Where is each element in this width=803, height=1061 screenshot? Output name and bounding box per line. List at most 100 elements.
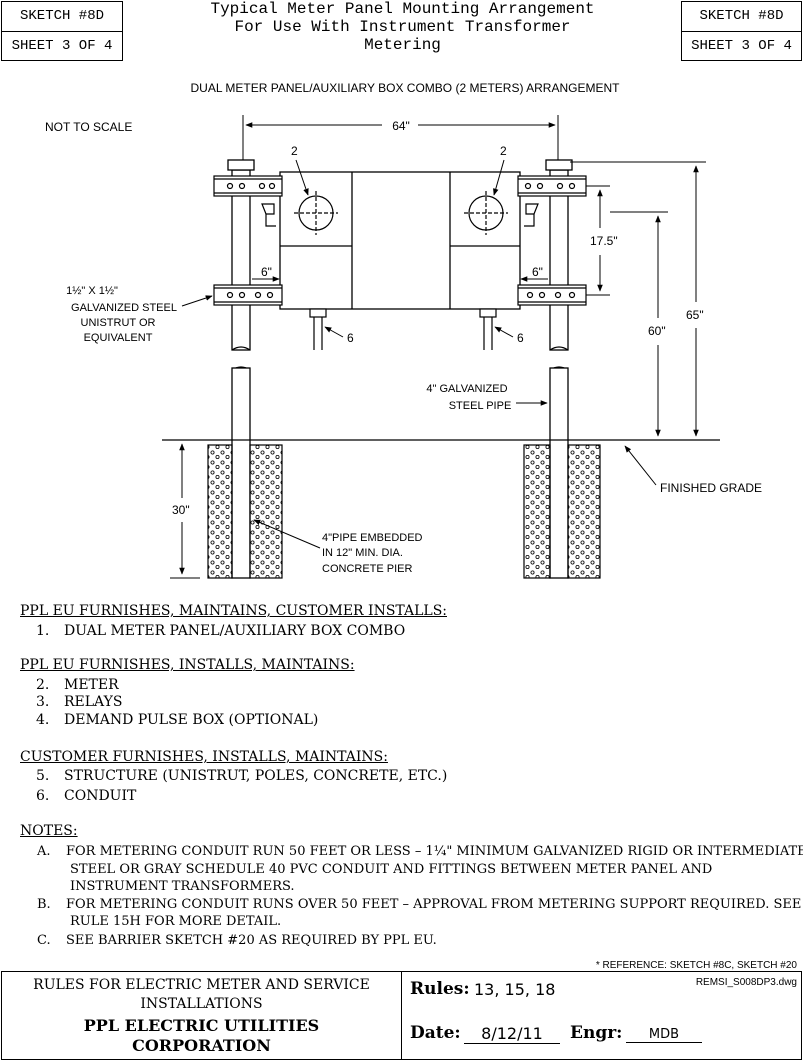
footer-company: PPL ELECTRIC UTILITIES CORPORATION [2, 1016, 401, 1056]
concrete-pier-left [207, 444, 283, 579]
diagram-subtitle: DUAL METER PANEL/AUXILIARY BOX COMBO (2 … [191, 81, 621, 95]
sheet-number-right: SHEET 3 OF 4 [691, 38, 792, 54]
svg-text:CONCRETE PIER: CONCRETE PIER [322, 563, 413, 575]
callout-2-right-leader [493, 159, 505, 196]
dimension-64-label: 64" [392, 119, 410, 133]
pier-label: 4"PIPE EMBEDDED IN 12" MIN. DIA. CONCRET… [322, 532, 423, 575]
note-b-letter: B. [37, 897, 51, 912]
callout-6-left: 6 [347, 331, 354, 345]
svg-text:IN 12" MIN. DIA.: IN 12" MIN. DIA. [322, 547, 403, 559]
bracket-right [524, 203, 539, 227]
meter-right-icon [464, 191, 508, 235]
unistrut-top-right [517, 175, 587, 197]
note-c-letter: C. [37, 933, 51, 948]
dimension-17-5 [586, 185, 610, 296]
list-item-1-text: DUAL METER PANEL/AUXILIARY BOX COMBO [64, 623, 406, 639]
note-a-line-2: STEEL OR GRAY SCHEDULE 40 PVC CONDUIT AN… [70, 862, 713, 877]
list-item-5-num: 5. [36, 768, 50, 784]
dimension-65-label: 65" [686, 308, 704, 322]
dimension-65 [570, 161, 706, 437]
rules-value: 13, 15, 18 [474, 980, 556, 999]
not-to-scale-label: NOT TO SCALE [45, 120, 132, 134]
engr-label: Engr: [570, 1023, 623, 1043]
notes-heading: NOTES: [20, 823, 78, 839]
dimension-30 [170, 439, 200, 579]
svg-text:GALVANIZED STEEL: GALVANIZED STEEL [71, 302, 177, 314]
list-item-3-text: RELAYS [64, 694, 123, 710]
dwg-filename: REMSI_S008DP3.dwg [695, 977, 797, 988]
dimension-6-left-label: 6" [261, 265, 272, 279]
callout-6-left-leader [324, 326, 344, 338]
note-c-line-1: SEE BARRIER SKETCH #20 AS REQUIRED BY PP… [66, 933, 437, 948]
mounting-diagram: DUAL METER PANEL/AUXILIARY BOX COMBO (2 … [45, 81, 762, 579]
list-item-5-text: STRUCTURE (UNISTRUT, POLES, CONCRETE, ET… [64, 768, 448, 784]
note-b-line-1: FOR METERING CONDUIT RUNS OVER 50 FEET –… [66, 897, 802, 912]
svg-text:4"PIPE EMBEDDED: 4"PIPE EMBEDDED [322, 532, 423, 544]
sheet-number-left: SHEET 3 OF 4 [11, 38, 113, 54]
date-value: 8/12/11 [464, 1024, 560, 1044]
list-item-6-num: 6. [36, 788, 50, 804]
dimension-30-label: 30" [172, 503, 190, 517]
svg-text:EQUIVALENT: EQUIVALENT [84, 332, 153, 344]
callout-2-right: 2 [500, 144, 507, 158]
dimension-17-5-label: 17.5" [590, 234, 618, 248]
concrete-pier-right [523, 444, 601, 579]
note-a-line-1: FOR METERING CONDUIT RUN 50 FEET OR LESS… [66, 844, 803, 859]
sketch-number-right: SKETCH #8D [699, 8, 784, 24]
meter-left-icon [294, 191, 338, 235]
dimension-60 [610, 211, 668, 437]
title-line-2: For Use With Instrument Transformer [234, 18, 571, 36]
footer-rules-title-line-2: INSTALLATIONS [140, 996, 263, 1012]
sketch-number-left: SKETCH #8D [19, 8, 104, 24]
footer-box: RULES FOR ELECTRIC METER AND SERVICE INS… [1, 971, 802, 1060]
unistrut-top-left [213, 175, 283, 197]
note-a-letter: A. [37, 844, 51, 859]
callout-2-left-leader [295, 159, 309, 196]
footer-company-line-2: CORPORATION [132, 1036, 271, 1055]
unistrut-bottom-right [517, 284, 587, 306]
callout-2-left: 2 [291, 144, 298, 158]
heading-ppl-maintains-customer-installs: PPL EU FURNISHES, MAINTAINS, CUSTOMER IN… [20, 603, 447, 619]
rules-label: Rules: [410, 979, 470, 999]
svg-text:1½" X 1½": 1½" X 1½" [66, 285, 118, 297]
date-label: Date: [410, 1023, 461, 1043]
dimension-60-label: 60" [648, 324, 666, 338]
page-title: Typical Meter Panel Mounting Arrangement… [130, 0, 675, 54]
sketch-box-left: SKETCH #8D SHEET 3 OF 4 [1, 1, 123, 61]
bracket-left [261, 203, 276, 227]
callout-6-right-leader [494, 326, 514, 338]
conduit-left [309, 308, 327, 350]
pier-leader [253, 519, 321, 549]
list-item-2-num: 2. [36, 677, 50, 693]
dimension-6-right-label: 6" [532, 265, 543, 279]
svg-text:STEEL PIPE: STEEL PIPE [449, 400, 512, 412]
unistrut-label: 1½" X 1½" GALVANIZED STEEL UNISTRUT OR E… [66, 285, 177, 344]
meter-panel-combo [279, 171, 521, 310]
svg-text:UNISTRUT OR: UNISTRUT OR [81, 317, 156, 329]
svg-text:4" GALVANIZED: 4" GALVANIZED [426, 383, 507, 395]
callout-6-right: 6 [517, 331, 524, 345]
heading-ppl-installs: PPL EU FURNISHES, INSTALLS, MAINTAINS: [20, 657, 355, 673]
conduit-right [479, 308, 497, 350]
footer-rules-title: RULES FOR ELECTRIC METER AND SERVICE INS… [2, 976, 401, 1014]
footer-company-line-1: PPL ELECTRIC UTILITIES [83, 1016, 320, 1035]
sketch-box-right: SKETCH #8D SHEET 3 OF 4 [681, 1, 802, 61]
footer-rules-title-line-1: RULES FOR ELECTRIC METER AND SERVICE [33, 977, 370, 993]
finished-grade-leader [624, 445, 657, 486]
unistrut-leader [181, 295, 213, 307]
title-line-1: Typical Meter Panel Mounting Arrangement [210, 0, 595, 18]
list-item-1-num: 1. [36, 623, 50, 639]
reference-note: * REFERENCE: SKETCH #8C, SKETCH #20 [595, 960, 797, 971]
note-a-line-3: INSTRUMENT TRANSFORMERS. [70, 879, 295, 894]
list-item-2-text: METER [64, 677, 119, 693]
finished-grade-label: FINISHED GRADE [660, 481, 762, 495]
list-item-6-text: CONDUIT [64, 788, 137, 804]
heading-customer-furnishes: CUSTOMER FURNISHES, INSTALLS, MAINTAINS: [20, 749, 388, 765]
note-b-line-2: RULE 15H FOR MORE DETAIL. [70, 914, 282, 929]
unistrut-bottom-left [213, 284, 283, 306]
list-item-4-num: 4. [36, 712, 50, 728]
list-item-3-num: 3. [36, 694, 50, 710]
pipe-label: 4" GALVANIZED STEEL PIPE [426, 383, 511, 412]
title-line-3: Metering [364, 36, 441, 54]
list-item-4-text: DEMAND PULSE BOX (OPTIONAL) [64, 712, 319, 728]
